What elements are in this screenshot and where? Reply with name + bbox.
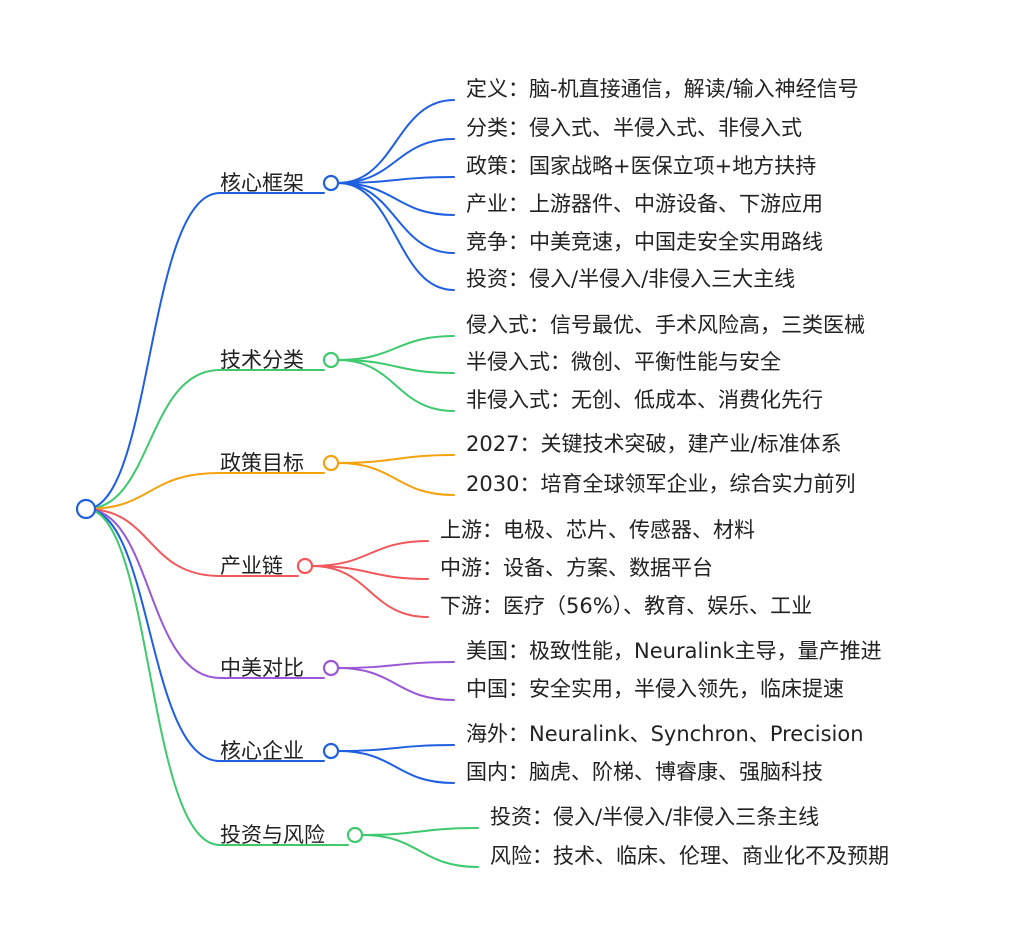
mind-map-nodes bbox=[75, 174, 364, 844]
leaf-label: 竞争：中美竞速，中国走安全实用路线 bbox=[466, 230, 823, 254]
root-branch-edge bbox=[85, 508, 349, 846]
leaf-edge bbox=[337, 99, 455, 184]
branch-node[interactable] bbox=[322, 742, 340, 760]
root-branch-edge bbox=[85, 369, 325, 510]
root-branch-edge bbox=[85, 508, 325, 679]
leaf-label: 侵入式：信号最优、手术风险高，三类医械 bbox=[466, 313, 865, 337]
leaf-label: 2030：培育全球领军企业，综合实力前列 bbox=[466, 472, 855, 496]
leaf-edge bbox=[337, 667, 455, 701]
leaf-label: 风险：技术、临床、伦理、商业化不及预期 bbox=[490, 844, 889, 868]
leaf-label: 下游：医疗（56%）、教育、娱乐、工业 bbox=[440, 594, 812, 618]
leaf-edge bbox=[337, 750, 455, 784]
leaf-label: 中游：设备、方案、数据平台 bbox=[440, 556, 713, 580]
leaf-edge bbox=[337, 335, 455, 361]
leaf-edge bbox=[337, 176, 455, 184]
branch-label: 政策目标 bbox=[220, 451, 304, 475]
root-branch-edge bbox=[85, 472, 325, 510]
root-branch-edge bbox=[85, 508, 299, 577]
leaf-edge bbox=[337, 182, 455, 254]
branch-node[interactable] bbox=[346, 826, 364, 844]
leaf-label: 海外：Neuralink、Synchron、Precision bbox=[466, 722, 864, 746]
branch-node[interactable] bbox=[296, 557, 314, 575]
leaf-edge bbox=[337, 182, 455, 216]
leaf-label: 产业：上游器件、中游设备、下游应用 bbox=[466, 192, 823, 216]
leaf-label: 定义：脑-机直接通信，解读/输入神经信号 bbox=[466, 77, 859, 101]
branch-label: 技术分类 bbox=[220, 348, 304, 372]
leaf-edge bbox=[337, 359, 455, 374]
leaf-edge bbox=[311, 565, 429, 580]
branch-node[interactable] bbox=[322, 659, 340, 677]
leaf-label: 政策：国家战略+医保立项+地方扶持 bbox=[466, 154, 816, 178]
leaf-label: 2027：关键技术突破，建产业/标准体系 bbox=[466, 432, 842, 456]
leaf-edge bbox=[337, 454, 455, 464]
leaf-label: 国内：脑虎、阶梯、博睿康、强脑科技 bbox=[466, 760, 823, 784]
branch-node[interactable] bbox=[322, 174, 340, 192]
branch-label: 投资与风险 bbox=[220, 823, 325, 847]
leaf-edge bbox=[337, 182, 455, 291]
root-branch-edge bbox=[85, 192, 325, 510]
branch-label: 中美对比 bbox=[220, 656, 304, 680]
mind-map-edges bbox=[85, 99, 479, 868]
leaf-edge bbox=[337, 359, 455, 412]
leaf-edge bbox=[337, 744, 455, 752]
leaf-edge bbox=[361, 827, 479, 836]
branch-label: 核心框架 bbox=[220, 171, 304, 195]
mind-map-labels: 核心框架 定义：脑-机直接通信，解读/输入神经信号分类：侵入式、半侵入式、非侵入式… bbox=[220, 77, 889, 868]
leaf-edge bbox=[337, 661, 455, 669]
leaf-label: 投资：侵入/半侵入/非侵入三条主线 bbox=[490, 805, 819, 829]
root-node[interactable] bbox=[75, 498, 97, 520]
leaf-label: 中国：安全实用，半侵入领先，临床提速 bbox=[466, 677, 844, 701]
branch-label: 产业链 bbox=[220, 554, 283, 578]
leaf-edge bbox=[311, 565, 429, 618]
leaf-label: 分类：侵入式、半侵入式、非侵入式 bbox=[466, 116, 802, 140]
root-branch-edge bbox=[85, 508, 325, 762]
leaf-edge bbox=[311, 540, 429, 567]
leaf-edge bbox=[337, 138, 455, 184]
leaf-label: 非侵入式：无创、低成本、消费化先行 bbox=[466, 388, 823, 412]
leaf-label: 投资：侵入/半侵入/非侵入三大主线 bbox=[466, 267, 795, 291]
branch-label: 核心企业 bbox=[220, 739, 304, 763]
leaf-label: 美国：极致性能，Neuralink主导，量产推进 bbox=[466, 639, 882, 663]
leaf-label: 上游：电极、芯片、传感器、材料 bbox=[440, 518, 755, 542]
branch-node[interactable] bbox=[322, 454, 340, 472]
leaf-edge bbox=[361, 834, 479, 868]
leaf-label: 半侵入式：微创、平衡性能与安全 bbox=[466, 350, 781, 374]
leaf-edge bbox=[337, 462, 455, 496]
branch-node[interactable] bbox=[322, 351, 340, 369]
